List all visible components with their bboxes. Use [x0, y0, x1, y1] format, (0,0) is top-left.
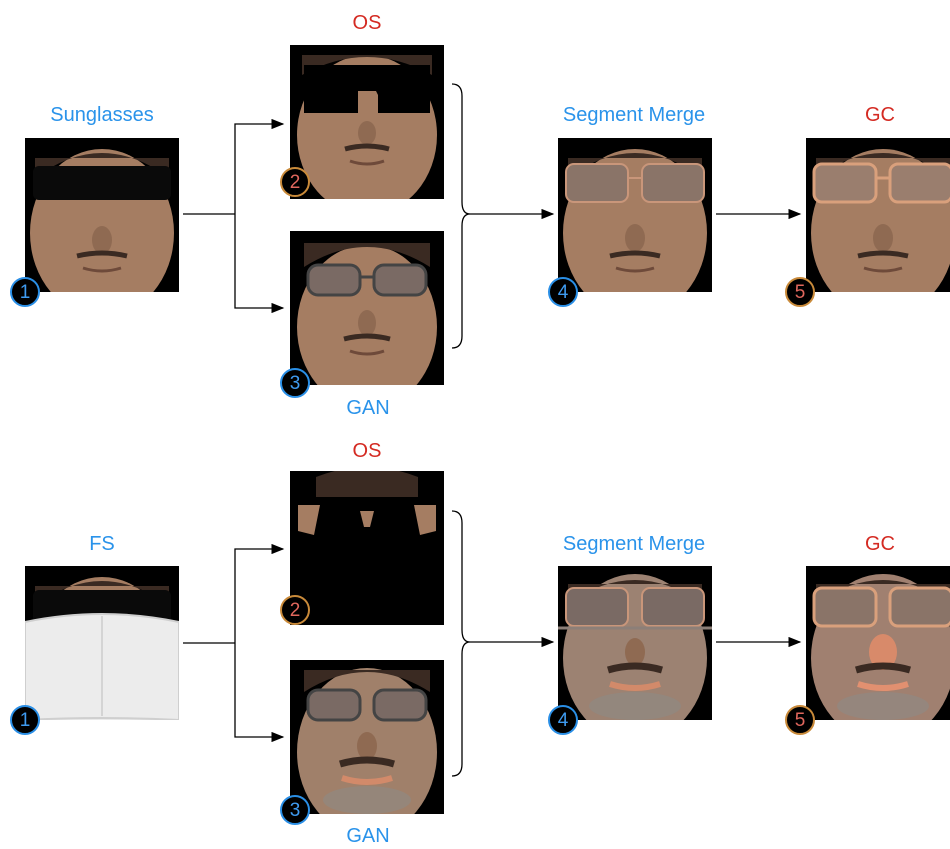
merge-title-row1: Segment Merge [562, 104, 706, 126]
branch-os-row1 [234, 118, 285, 214]
step-badge-3-row1: 3 [280, 368, 310, 398]
input-face-sunglasses-image [25, 138, 179, 292]
os-title-row2: OS [352, 440, 382, 462]
gc-title-row1: GC [865, 104, 895, 126]
step-badge-4-row2: 4 [548, 705, 578, 735]
gc-title-row2: GC [865, 533, 895, 555]
brace-row2 [451, 510, 471, 777]
step-badge-3-row2: 3 [280, 795, 310, 825]
os-segmentation-image-row2 [290, 471, 444, 625]
os-title-row1: OS [352, 12, 382, 34]
step-badge-1-row2: 1 [10, 705, 40, 735]
brace-row1 [451, 83, 471, 349]
input-title-row2: FS [89, 533, 115, 555]
gc-output-image-row2 [806, 566, 950, 720]
os-segmentation-image-row1 [290, 45, 444, 199]
gan-output-image-row1 [290, 231, 444, 385]
segment-merge-image-row1 [558, 138, 712, 292]
gan-title-row1: GAN [346, 397, 390, 419]
step-badge-5-row2: 5 [785, 705, 815, 735]
step-badge-2-row1: 2 [280, 167, 310, 197]
merge-title-row2: Segment Merge [562, 533, 706, 555]
input-face-sunglasses-mask-image [25, 566, 179, 720]
gc-output-image-row1 [806, 138, 950, 292]
step-badge-5-row1: 5 [785, 277, 815, 307]
segment-merge-image-row2 [558, 566, 712, 720]
gan-output-image-row2 [290, 660, 444, 814]
step-badge-2-row2: 2 [280, 595, 310, 625]
input-title-row1: Sunglasses [50, 104, 154, 126]
gan-title-row2: GAN [346, 825, 390, 847]
branch-gan-row2 [234, 643, 285, 743]
branch-os-row2 [234, 543, 285, 643]
branch-gan-row1 [234, 214, 285, 314]
step-badge-4-row1: 4 [548, 277, 578, 307]
step-badge-1-row1: 1 [10, 277, 40, 307]
